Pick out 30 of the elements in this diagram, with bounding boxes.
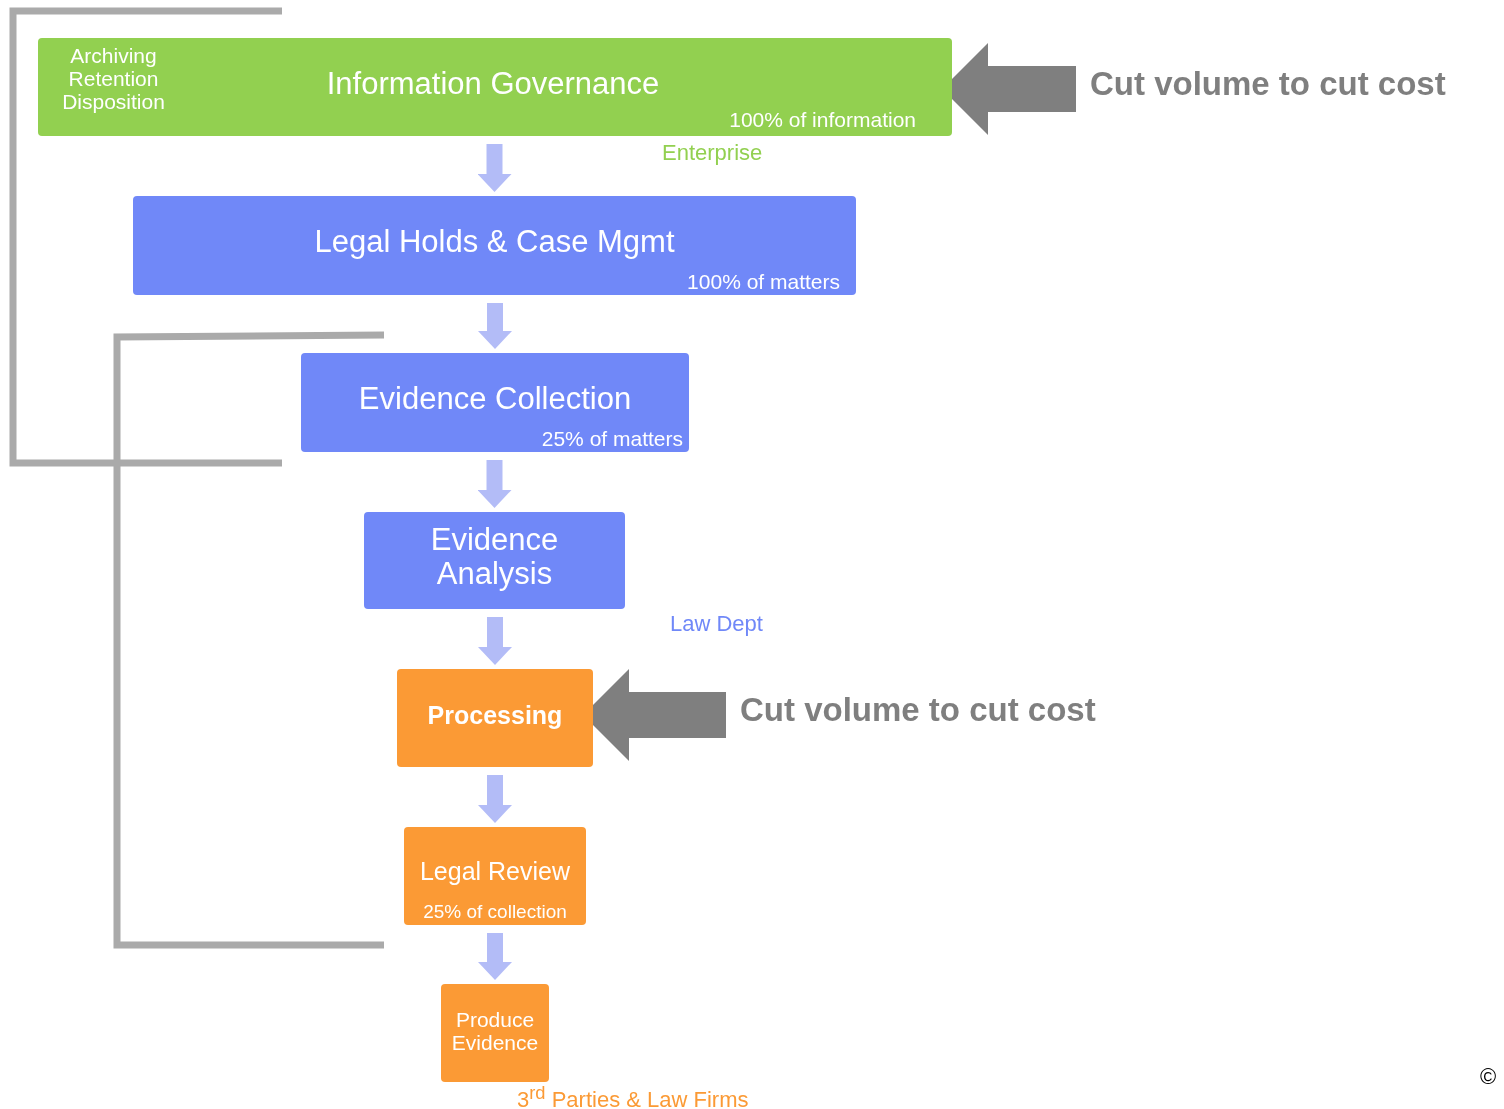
sub-label: Archiving Retention Disposition bbox=[61, 44, 166, 114]
node-title: Legal Holds & Case Mgmt bbox=[313, 225, 676, 260]
process-box bbox=[38, 38, 952, 136]
process-box bbox=[301, 353, 689, 452]
process-box bbox=[133, 196, 856, 295]
process-box bbox=[397, 669, 593, 767]
arrow bbox=[477, 144, 512, 192]
node-title: Evidence Collection bbox=[357, 382, 633, 417]
node-title: Legal Review bbox=[418, 858, 572, 886]
node-note: 100% of matters bbox=[687, 269, 840, 293]
node-caption: 3$^{rd}$ Parties & Law Firms bbox=[517, 1082, 749, 1109]
scope-label: Enterprise bbox=[662, 140, 763, 166]
node-note: 25% of matters bbox=[541, 426, 683, 450]
node-title: Cut volume to cut cost bbox=[740, 692, 1096, 729]
process-box bbox=[364, 512, 625, 609]
node-title: Produce Evidence bbox=[450, 1008, 540, 1055]
arrow bbox=[478, 617, 512, 665]
arrow bbox=[477, 460, 512, 508]
copyright-mark: © bbox=[1480, 1064, 1497, 1090]
scope-label: Law Dept bbox=[670, 611, 763, 637]
node-title: Evidence Analysis bbox=[429, 523, 560, 592]
node-note: 25% of collection bbox=[422, 902, 568, 923]
process-box bbox=[441, 984, 549, 1082]
node-note: 100% of information bbox=[729, 107, 916, 131]
node-title: Processing bbox=[426, 702, 564, 730]
arrow bbox=[478, 303, 512, 349]
node-note: Information Governance bbox=[325, 67, 661, 102]
process-box bbox=[404, 827, 586, 925]
arrow bbox=[478, 775, 512, 823]
node-title: Cut volume to cut cost bbox=[1090, 66, 1446, 103]
